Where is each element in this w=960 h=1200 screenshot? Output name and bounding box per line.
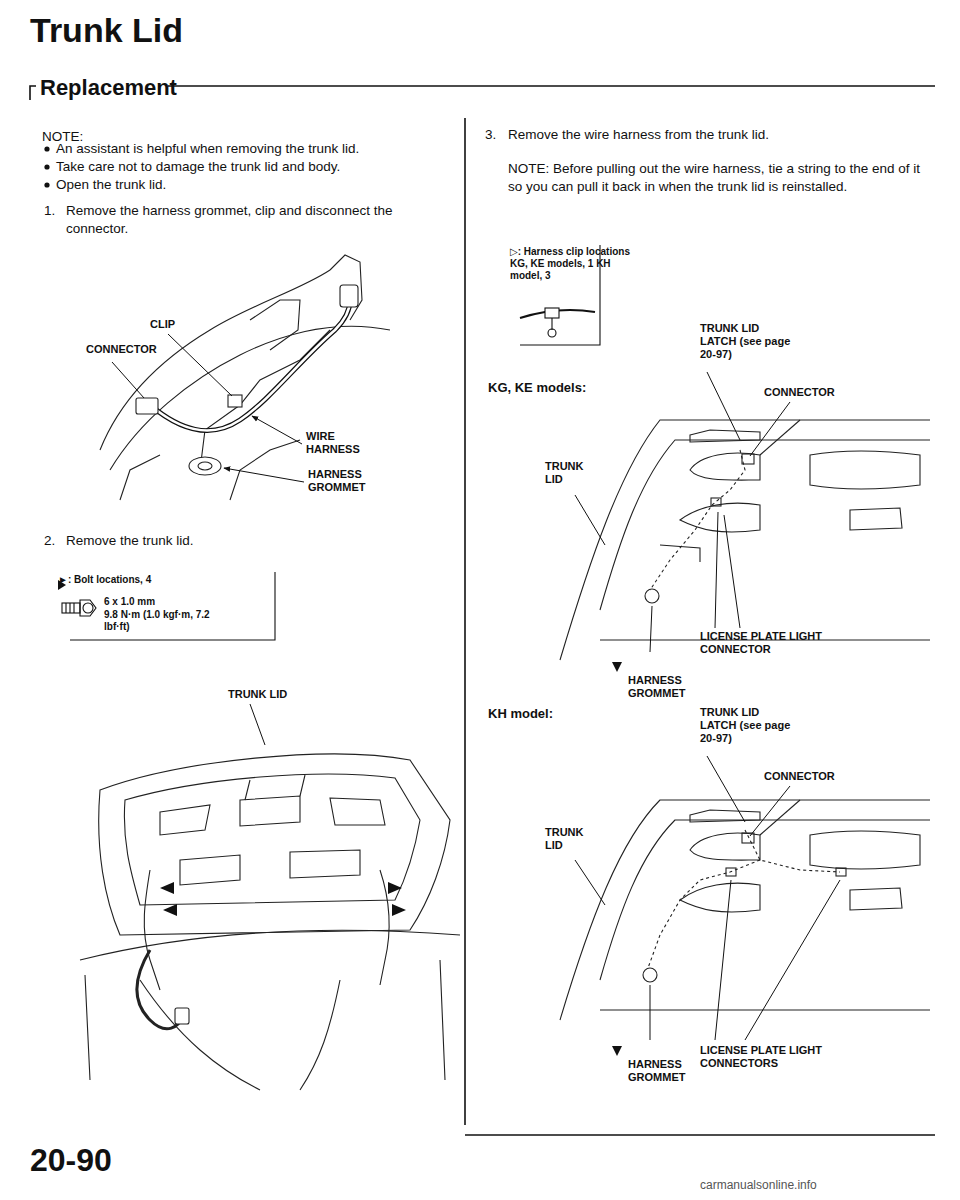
bolt-size: 6 x 1.0 mm [104,596,254,608]
step-number: 3. [485,126,505,144]
torque-value: 9.8 N·m (1.0 kgf·m, 7.2 lbf·ft) [104,609,212,633]
part-label: TRUNK LID [545,460,595,486]
bolt-markers [160,882,406,916]
part-label: HARNESS GROMMET [628,674,718,700]
step-number: 1. [44,202,64,220]
part-label: TRUNK LID LATCH (see page 20-97) [700,322,792,362]
leader-lines [575,372,840,1040]
step-text: Remove the harness grommet, clip and dis… [66,202,426,237]
part-label: CONNECTOR [764,770,874,783]
part-label: LICENSE PLATE LIGHT CONNECTORS [700,1044,860,1070]
step-text: Remove the trunk lid. [66,532,426,550]
note-text: Open the trunk lid. [56,176,446,194]
page-number: 20-90 [30,1140,190,1182]
part-label: WIRE HARNESS [306,430,386,456]
section-heading: Replacement [40,74,170,103]
trunk-lid-illustration [80,754,460,1090]
page-title: Trunk Lid [30,8,183,52]
step-text: Remove the wire harness from the trunk l… [508,126,918,144]
lid-panel-illustrations [560,420,930,1020]
bullet-dots [44,146,49,187]
step-number: 2. [44,532,64,550]
part-label: CLIP [150,318,210,331]
page-frame [30,86,935,1135]
leader-line [250,704,265,745]
callout-heading: ▷: Harness clip locations KG, KE models,… [510,246,642,282]
hinge-harness-illustration [100,255,390,500]
model-heading: KG, KE models: [488,380,638,397]
leader-lines [112,334,304,482]
note-text: An assistant is helpful when removing th… [56,140,446,158]
part-label: TRUNK LID [228,688,318,701]
part-label: TRUNK LID LATCH (see page 20-97) [700,706,792,746]
part-label: TRUNK LID [545,826,595,852]
part-label: CONNECTOR [86,343,186,356]
callout-heading: ►: Bolt locations, 4 [58,574,258,586]
note-text: Take care not to damage the trunk lid an… [56,158,446,176]
model-heading: KH model: [488,706,638,723]
note-text: NOTE: Before pulling out the wire harnes… [508,160,923,195]
part-label: HARNESS GROMMET [308,468,388,494]
grommet-arrows [612,662,622,1056]
part-label: CONNECTOR [764,386,874,399]
watermark: carmanualsonline.info [700,1178,940,1194]
part-label: LICENSE PLATE LIGHT CONNECTOR [700,630,860,656]
